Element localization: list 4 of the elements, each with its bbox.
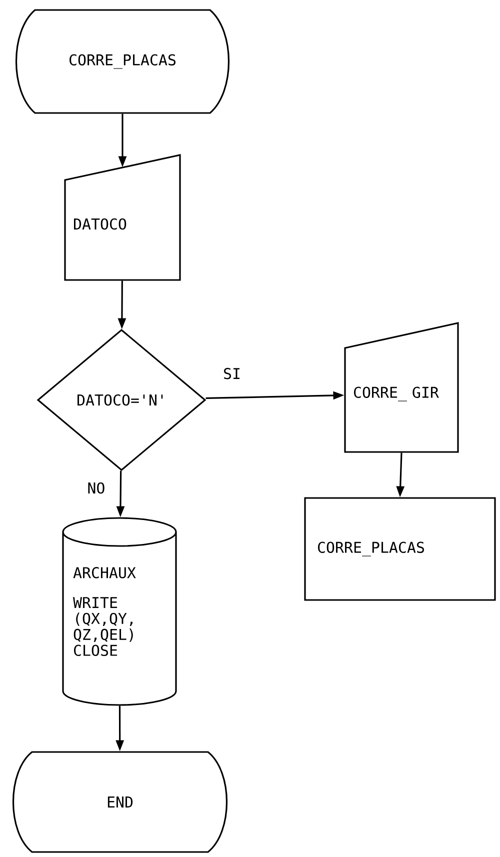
storage-cylinder: ARCHAUX WRITE (QX,QY, QZ,QEL) CLOSE — [62, 517, 177, 706]
edge-label: NO — [85, 480, 108, 496]
process-box: CORRE_PLACAS — [304, 497, 496, 601]
edge-label: SI — [221, 366, 243, 382]
